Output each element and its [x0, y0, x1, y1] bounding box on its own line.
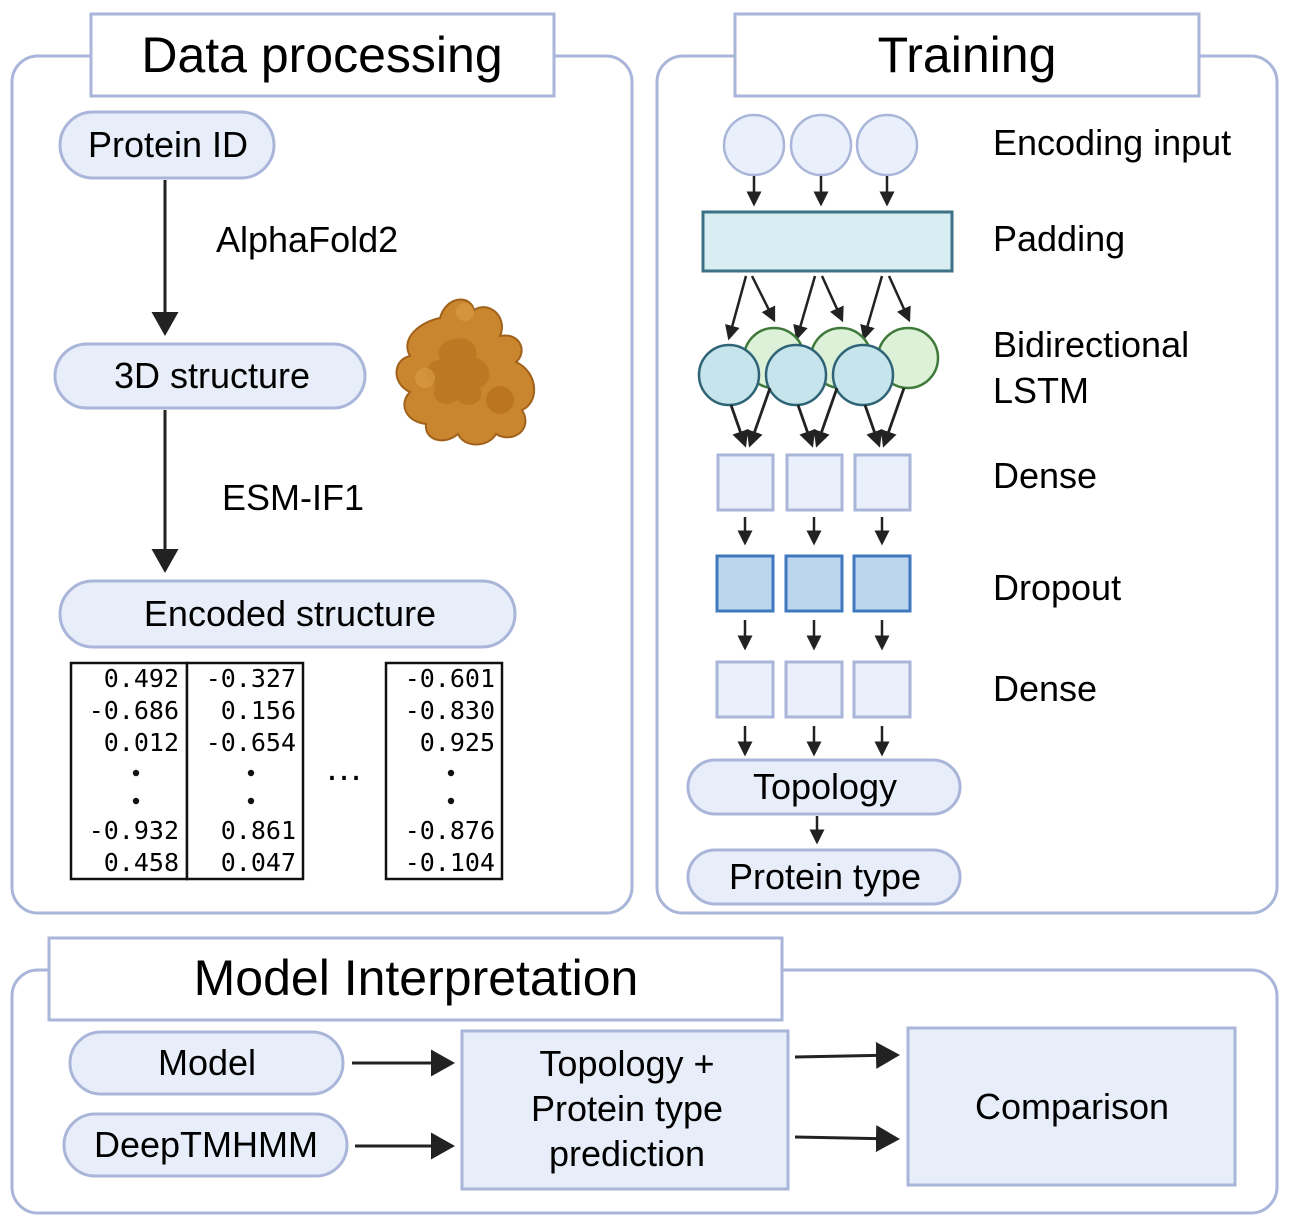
lstm-arrows	[729, 387, 906, 448]
matrix-cell: -0.104	[405, 848, 495, 877]
data-processing-title-box	[89, 12, 556, 98]
padding-label: Padding	[993, 218, 1125, 259]
matrix-cell: -0.686	[89, 696, 179, 725]
matrix-cell: 0.925	[420, 728, 495, 757]
dropout-arrows	[737, 620, 890, 651]
model-label: Model	[158, 1042, 256, 1083]
matrix-cell: 0.861	[221, 816, 296, 845]
esm-label: ESM-IF1	[222, 477, 364, 518]
training-panel: Training	[655, 12, 1279, 915]
matrix-cell: 0.047	[221, 848, 296, 877]
prediction-arrow-top	[794, 1041, 900, 1069]
dense1-arrows	[737, 517, 890, 546]
protein-structure-image	[395, 298, 536, 446]
deeptmhmm-node	[62, 1112, 349, 1178]
matrix-cell: -0.932	[89, 816, 179, 845]
protein-type-label: Protein type	[729, 856, 921, 897]
input-node	[855, 113, 919, 177]
data-processing-title: Data processing	[141, 27, 502, 83]
matrix-vertical-dots	[132, 769, 455, 805]
input-arrows	[746, 176, 895, 207]
dropout-label: Dropout	[993, 567, 1121, 608]
dense-layer-1	[716, 453, 912, 512]
input-node	[722, 113, 786, 177]
prediction-line3: prediction	[549, 1133, 705, 1174]
matrix-cell: 0.012	[104, 728, 179, 757]
structure-3d-node	[53, 342, 367, 410]
padding-layer	[701, 210, 954, 273]
interpretation-panel: Model Interpretation Model DeepTMHMM Top…	[10, 936, 1279, 1215]
prediction-line1: Topology +	[539, 1043, 714, 1084]
matrix-cell: -0.830	[405, 696, 495, 725]
protein-id-node	[58, 110, 276, 180]
prediction-arrow-bottom	[794, 1125, 900, 1153]
padding-arrows	[725, 275, 911, 341]
encoded-structure-label: Encoded structure	[144, 593, 436, 634]
encoding-input-nodes	[722, 113, 919, 177]
bilstm-cells	[697, 326, 940, 407]
matrix-cell: -0.876	[405, 816, 495, 845]
comparison-box	[906, 1026, 1237, 1187]
training-title-box	[733, 12, 1201, 98]
matrix-cell: 0.458	[104, 848, 179, 877]
structure-3d-label: 3D structure	[114, 355, 310, 396]
matrix-cell: -0.654	[206, 728, 296, 757]
dense2-arrows	[737, 726, 890, 757]
interpretation-title: Model Interpretation	[194, 950, 639, 1006]
encoding-input-label: Encoding input	[993, 122, 1231, 163]
data-processing-panel: Data processing Protein ID AlphaFold2 3D…	[10, 12, 634, 915]
matrix-cell: 0.492	[104, 664, 179, 693]
interpretation-title-box	[47, 936, 784, 1022]
input-node	[789, 113, 853, 177]
topology-node	[686, 758, 962, 816]
topology-label: Topology	[753, 766, 897, 807]
bilstm-label-line1: Bidirectional	[993, 324, 1189, 365]
dense1-label: Dense	[993, 455, 1097, 496]
model-node	[68, 1030, 345, 1096]
comparison-label: Comparison	[975, 1086, 1169, 1127]
dense2-label: Dense	[993, 668, 1097, 709]
deeptmhmm-label: DeepTMHMM	[94, 1124, 318, 1165]
matrix-cell: 0.156	[221, 696, 296, 725]
bilstm-label-line2: LSTM	[993, 370, 1089, 411]
encoding-matrix: 0.492 -0.686 0.012 -0.932 0.458 -0.327 0…	[69, 661, 504, 881]
alphafold-label: AlphaFold2	[216, 219, 398, 260]
training-title: Training	[878, 27, 1057, 83]
protein-type-node	[686, 848, 962, 906]
matrix-ellipsis: …	[325, 747, 363, 789]
dropout-layer	[715, 554, 912, 613]
protein-id-label: Protein ID	[88, 124, 248, 165]
dense-layer-2	[715, 660, 912, 719]
encoded-structure-node	[58, 579, 517, 649]
matrix-cell: -0.327	[206, 664, 296, 693]
prediction-line2: Protein type	[531, 1088, 723, 1129]
matrix-cell: -0.601	[405, 664, 495, 693]
prediction-box	[460, 1029, 790, 1191]
